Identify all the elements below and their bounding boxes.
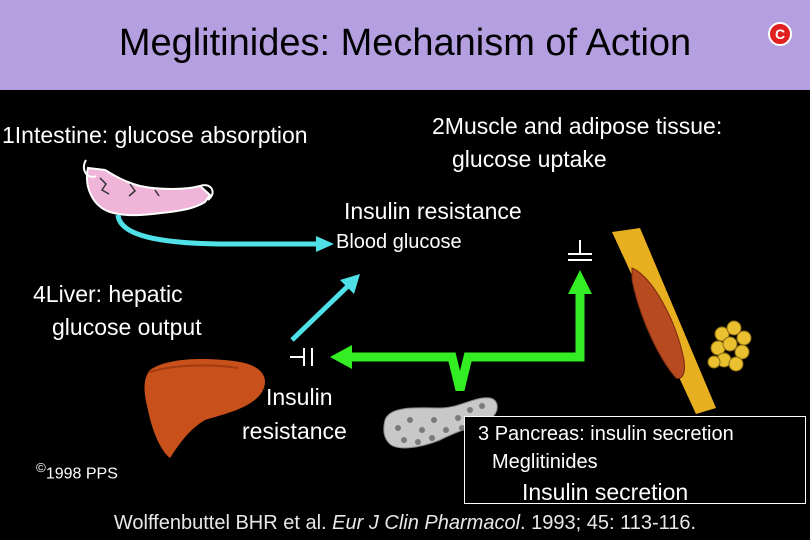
insulin-secretion-label: Insulin secretion bbox=[522, 479, 689, 505]
fat-cells-icon bbox=[707, 320, 752, 372]
intestine-icon bbox=[82, 159, 214, 217]
copyright-symbol: © bbox=[36, 460, 46, 475]
uptake-inhibition-mark bbox=[568, 240, 592, 261]
intestine-label: 1Intestine: glucose absorption bbox=[2, 122, 308, 150]
liver-text: Liver: hepatic bbox=[45, 281, 183, 307]
intestine-number: 1 bbox=[2, 122, 15, 148]
pancreas-label-box bbox=[464, 416, 806, 504]
absorption-arrow bbox=[115, 214, 334, 252]
liver-arrowhead bbox=[330, 345, 352, 369]
insulin-pathway-arrows bbox=[340, 292, 585, 392]
liver-icon bbox=[144, 359, 266, 458]
pancreas-text: Pancreas: insulin secretion bbox=[494, 423, 734, 445]
muscle-label-line2: glucose uptake bbox=[452, 146, 607, 172]
copyright-text: 1998 PPS bbox=[45, 465, 118, 483]
citation-rest: . 1993; 45: 113-116. bbox=[520, 512, 697, 534]
citation-journal: Eur J Clin Pharmacol bbox=[332, 512, 521, 534]
insulin-resistance-top-label: Insulin resistance bbox=[344, 198, 522, 224]
muscle-label: 2Muscle and adipose tissue: bbox=[432, 113, 722, 141]
liver-inhibition-mark bbox=[290, 348, 313, 366]
muscle-number: 2 bbox=[432, 113, 445, 139]
citation: Wolffenbuttel BHR et al. Eur J Clin Phar… bbox=[0, 512, 810, 535]
muscle-arrowhead bbox=[568, 270, 592, 294]
liver-insulin-resistance-line2: resistance bbox=[242, 418, 347, 444]
meglitinides-label: Meglitinides bbox=[492, 451, 598, 473]
blood-glucose-label: Blood glucose bbox=[336, 231, 462, 253]
pancreas-number: 3 bbox=[478, 423, 490, 445]
muscle-icon bbox=[612, 228, 716, 414]
intestine-text: Intestine: glucose absorption bbox=[14, 122, 308, 148]
liver-number: 4 bbox=[33, 281, 46, 307]
liver-label: 4Liver: hepatic bbox=[33, 281, 183, 309]
pancreas-label: 3 Pancreas: insulin secretion bbox=[478, 422, 734, 446]
hepatic-output-arrow bbox=[290, 274, 360, 342]
liver-label-line2: glucose output bbox=[52, 314, 202, 340]
muscle-text: Muscle and adipose tissue: bbox=[444, 113, 723, 139]
copyright-badge-icon: C bbox=[768, 22, 792, 46]
copyright-note: ©1998 PPS bbox=[36, 460, 118, 483]
title-bar bbox=[0, 0, 810, 90]
pancreas-icon bbox=[383, 397, 498, 449]
liver-insulin-resistance-line1: Insulin bbox=[266, 384, 333, 410]
citation-authors: Wolffenbuttel BHR et al. bbox=[113, 512, 333, 534]
slide-title: Meglitinides: Mechanism of Action bbox=[118, 22, 692, 64]
